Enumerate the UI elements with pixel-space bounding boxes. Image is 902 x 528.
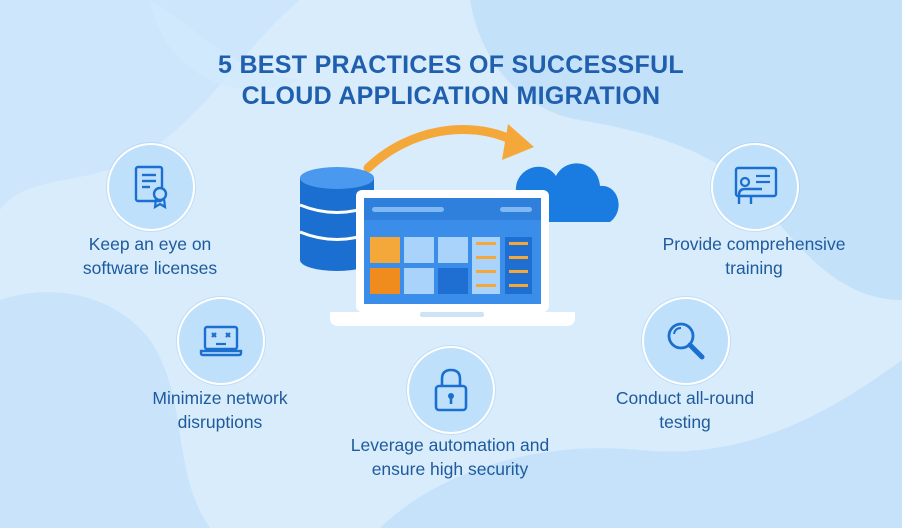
practice-testing-line-2: testing — [659, 412, 711, 432]
title-line-1: 5 BEST PRACTICES OF SUCCESSFUL — [218, 51, 684, 79]
certificate-icon — [134, 165, 168, 210]
title-line-2: CLOUD APPLICATION MIGRATION — [241, 82, 661, 110]
practice-badge-training — [711, 143, 799, 231]
practice-label-licenses: Keep an eye on software licenses — [40, 232, 260, 280]
practice-badge-security — [407, 346, 495, 434]
migration-arrow — [363, 124, 534, 173]
magnifier-icon — [667, 322, 705, 360]
practice-licenses-line-2: software licenses — [82, 258, 218, 278]
practice-network-line-1: Minimize network — [152, 388, 288, 408]
practice-badge-licenses — [107, 143, 195, 231]
practice-licenses-line-1: Keep an eye on — [88, 234, 212, 254]
practice-security-line-2: ensure high security — [371, 459, 529, 479]
practice-label-security: Leverage automation and ensure high secu… — [320, 433, 580, 481]
practice-testing-line-1: Conduct all-round — [615, 388, 755, 408]
practice-training-line-2: training — [725, 258, 783, 278]
presentation-board-icon — [734, 166, 778, 204]
page-title: 5 BEST PRACTICES OF SUCCESSFUL CLOUD APP… — [0, 50, 902, 112]
practice-training-line-1: Provide comprehensive — [662, 234, 846, 254]
practice-network-line-2: disruptions — [177, 412, 263, 432]
practice-label-testing: Conduct all-round testing — [565, 386, 805, 434]
padlock-icon — [434, 368, 468, 412]
practice-security-line-1: Leverage automation and — [350, 435, 550, 455]
practice-label-training: Provide comprehensive training — [634, 232, 874, 280]
practice-badge-network — [177, 297, 265, 385]
practice-badge-testing — [642, 297, 730, 385]
laptop-dashboard-illustration — [330, 190, 575, 326]
practice-label-network: Minimize network disruptions — [110, 386, 330, 434]
laptop-error-icon — [199, 325, 243, 357]
